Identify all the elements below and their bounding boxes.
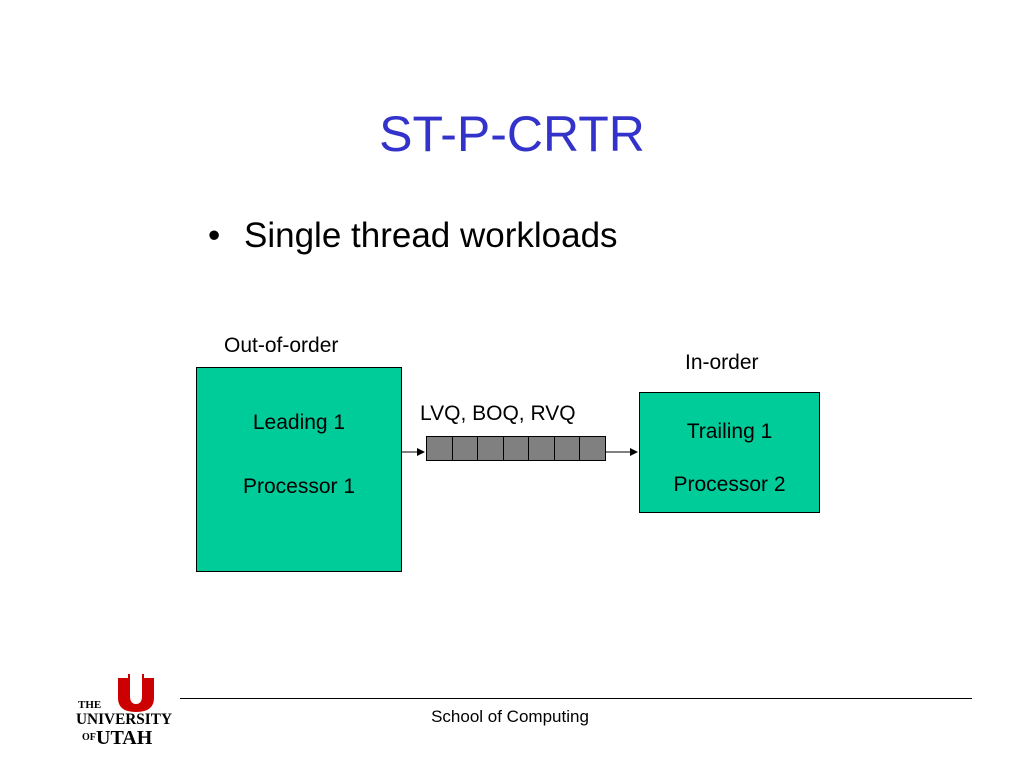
bullet-text: Single thread workloads	[244, 216, 618, 255]
leading-processor-box: Leading 1 Processor 1	[196, 367, 402, 572]
block-u-icon	[118, 674, 154, 712]
slide-title: ST-P-CRTR	[379, 106, 645, 162]
queue-cell	[453, 437, 479, 460]
logo-text-of: OF	[82, 732, 96, 743]
logo-text-university: UNIVERSITY	[76, 711, 172, 728]
trailing-processor-box: Trailing 1 Processor 2	[639, 392, 820, 513]
queue-cell	[504, 437, 530, 460]
in-order-caption: In-order	[685, 351, 759, 374]
leading-processor-line2: Processor 1	[242, 475, 356, 498]
queue-cell	[427, 437, 453, 460]
footer-text: School of Computing	[431, 707, 589, 726]
queue-buffer	[426, 436, 606, 461]
leading-processor-line1: Leading 1	[252, 411, 346, 434]
trailing-processor-line2: Processor 2	[673, 473, 786, 496]
logo-text-the: THE	[78, 699, 101, 711]
bullet-marker: •	[208, 216, 221, 255]
queue-label: LVQ, BOQ, RVQ	[420, 402, 576, 425]
queue-cell	[529, 437, 555, 460]
footer-divider	[180, 698, 972, 699]
trailing-processor-line1: Trailing 1	[686, 420, 773, 443]
logo-text-utah: UTAH	[96, 727, 153, 749]
out-of-order-caption: Out-of-order	[224, 334, 339, 357]
queue-cell	[555, 437, 581, 460]
university-of-utah-logo-icon: THE UNIVERSITY OF UTAH	[76, 674, 172, 749]
queue-cell	[478, 437, 504, 460]
bullet-item: • Single thread workloads	[208, 212, 618, 260]
